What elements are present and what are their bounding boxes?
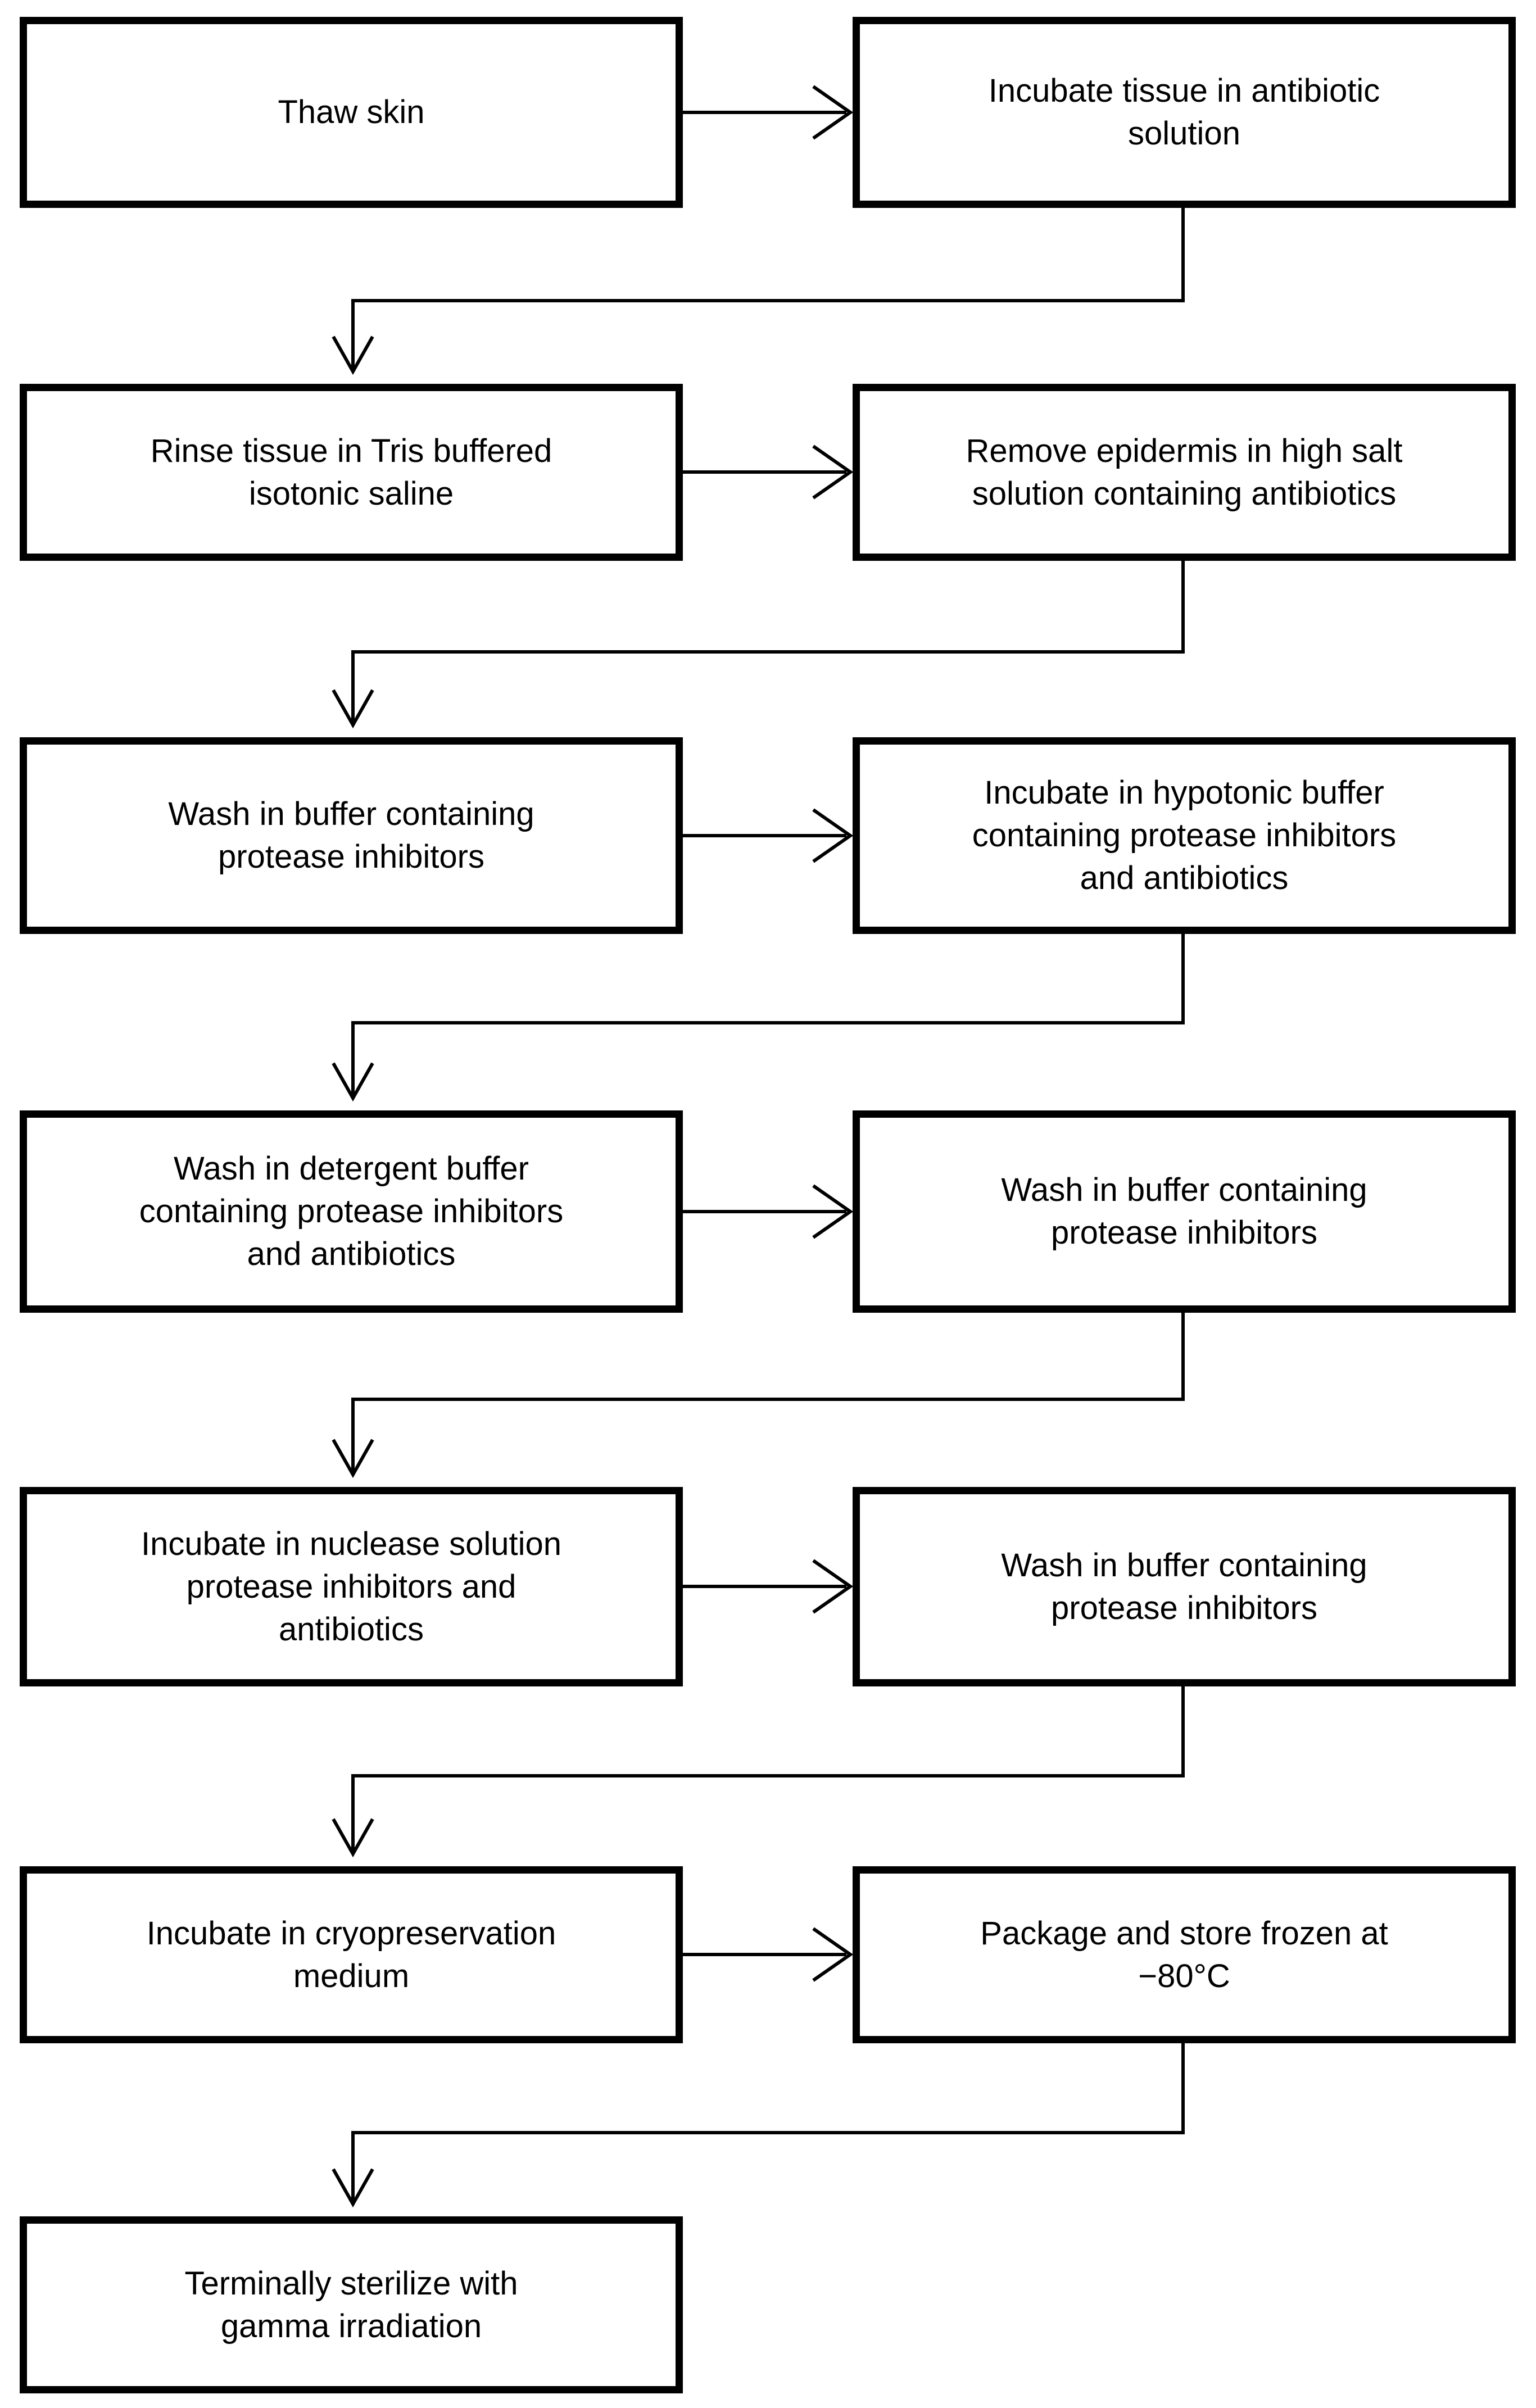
flow-step-incubate-hypotonic: Incubate in hypotonic buffer containing … [853,737,1516,934]
flow-elbow-connector-2 [332,561,1185,729]
flow-step-label: Wash in buffer containing protease inhib… [168,796,534,875]
flow-step-label: Package and store frozen at −80°C [980,1915,1388,1994]
flow-step-label: Remove epidermis in high salt solution c… [966,432,1403,512]
flow-step-label: Thaw skin [278,94,425,130]
flow-step-label: Rinse tissue in Tris buffered isotonic s… [150,432,552,512]
flow-arrow-right-4 [683,1184,854,1239]
flow-step-label: Wash in detergent buffer containing prot… [139,1150,564,1272]
flow-step-thaw-skin: Thaw skin [20,17,683,208]
flow-step-label: Incubate in hypotonic buffer containing … [972,774,1397,896]
flow-step-wash-protease-2: Wash in buffer containing protease inhib… [853,1110,1516,1313]
flow-step-wash-protease-3: Wash in buffer containing protease inhib… [853,1487,1516,1686]
flow-elbow-connector-4 [332,1313,1185,1479]
flow-step-label: Wash in buffer containing protease inhib… [1001,1547,1367,1626]
flow-step-label: Incubate in cryopreservation medium [146,1915,556,1994]
flow-step-package-store: Package and store frozen at −80°C [853,1866,1516,2043]
flow-elbow-connector-3 [332,934,1185,1102]
flow-step-rinse-tris: Rinse tissue in Tris buffered isotonic s… [20,384,683,561]
flow-elbow-connector-5 [332,1686,1185,1858]
flow-step-incubate-nuclease: Incubate in nuclease solution protease i… [20,1487,683,1686]
flow-step-wash-protease-1: Wash in buffer containing protease inhib… [20,737,683,934]
flow-arrow-right-3 [683,808,854,863]
flow-step-wash-detergent: Wash in detergent buffer containing prot… [20,1110,683,1313]
flow-step-remove-epidermis: Remove epidermis in high salt solution c… [853,384,1516,561]
flow-step-label: Incubate tissue in antibiotic solution [988,72,1380,152]
flow-step-label: Terminally sterilize with gamma irradiat… [184,2265,518,2344]
flow-elbow-connector-1 [332,208,1185,375]
flow-arrow-right-6 [683,1927,854,1982]
flow-arrow-right-5 [683,1559,854,1614]
flow-step-incubate-antibiotic: Incubate tissue in antibiotic solution [853,17,1516,208]
flow-elbow-connector-6 [332,2043,1185,2208]
flow-step-sterilize-gamma: Terminally sterilize with gamma irradiat… [20,2216,683,2393]
flow-arrow-right-1 [683,85,854,140]
flow-arrow-right-2 [683,445,854,500]
flow-step-incubate-cryo: Incubate in cryopreservation medium [20,1866,683,2043]
flow-step-label: Wash in buffer containing protease inhib… [1001,1172,1367,1251]
flow-step-label: Incubate in nuclease solution protease i… [141,1525,562,1648]
